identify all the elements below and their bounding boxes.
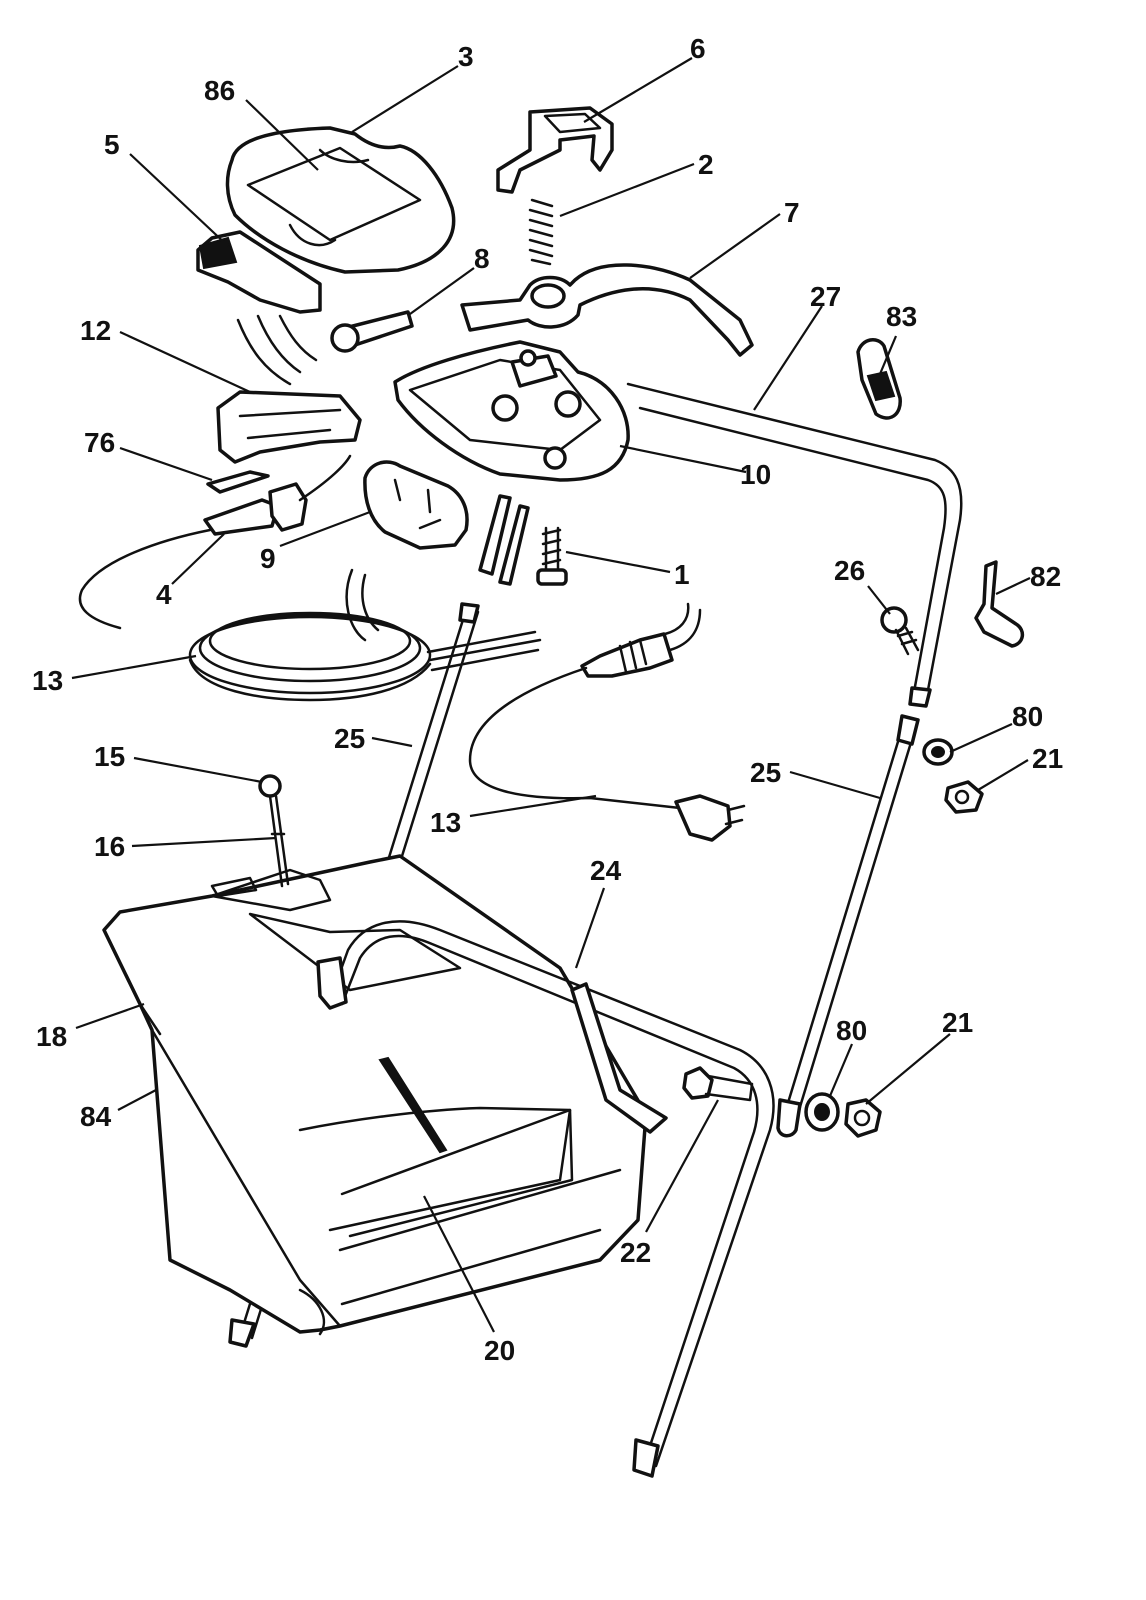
label-part-9: 9 bbox=[260, 543, 276, 574]
label-part-15: 15 bbox=[94, 741, 125, 772]
handle-bolt-part bbox=[880, 606, 920, 656]
label-part-25-right: 25 bbox=[750, 757, 781, 788]
switch-cover-part bbox=[225, 126, 456, 274]
washer-upper-part bbox=[922, 738, 954, 766]
label-part-24: 24 bbox=[590, 855, 622, 886]
housing-pins-part bbox=[478, 494, 530, 586]
spring-part bbox=[528, 198, 554, 266]
label-part-21-top: 21 bbox=[1032, 743, 1063, 774]
nut-upper-part bbox=[944, 780, 984, 814]
label-part-3: 3 bbox=[458, 41, 474, 72]
label-part-80-bottom: 80 bbox=[836, 1015, 867, 1046]
coiled-cable-part bbox=[188, 568, 542, 702]
label-part-82: 82 bbox=[1030, 561, 1061, 592]
label-part-80-top: 80 bbox=[1012, 701, 1043, 732]
cable-clip-part bbox=[856, 338, 902, 420]
lock-lever-part bbox=[496, 106, 614, 194]
strain-relief-part bbox=[363, 460, 469, 550]
label-part-20: 20 bbox=[484, 1335, 515, 1366]
label-part-7: 7 bbox=[784, 197, 800, 228]
lever-screw-part bbox=[330, 310, 414, 353]
label-part-8: 8 bbox=[474, 243, 490, 274]
cable-clamp-part bbox=[216, 390, 362, 464]
part-labels: 3 86 6 2 5 7 8 27 83 12 10 76 9 1 4 26 8… bbox=[32, 33, 1063, 1366]
strip-part bbox=[206, 470, 270, 494]
label-part-25-left: 25 bbox=[334, 723, 365, 754]
label-part-83: 83 bbox=[886, 301, 917, 332]
leader-lines bbox=[71, 57, 1031, 1333]
label-part-13-mid: 13 bbox=[430, 807, 461, 838]
grass-box-part bbox=[102, 854, 648, 1336]
label-part-13-top: 13 bbox=[32, 665, 63, 696]
label-part-6: 6 bbox=[690, 33, 706, 64]
label-part-1: 1 bbox=[674, 559, 690, 590]
label-part-10: 10 bbox=[740, 459, 771, 490]
washer-lower-part bbox=[804, 1092, 840, 1132]
label-part-84: 84 bbox=[80, 1101, 112, 1132]
mains-cable-part bbox=[468, 602, 746, 842]
label-part-12: 12 bbox=[80, 315, 111, 346]
label-part-5: 5 bbox=[104, 129, 120, 160]
label-part-27: 27 bbox=[810, 281, 841, 312]
level-indicator-part bbox=[258, 774, 290, 888]
switch-lever-part bbox=[460, 263, 754, 357]
label-part-86: 86 bbox=[204, 75, 235, 106]
label-part-4: 4 bbox=[156, 579, 172, 610]
motor-cable-part bbox=[78, 454, 352, 630]
label-part-76: 76 bbox=[84, 427, 115, 458]
label-part-16: 16 bbox=[94, 831, 125, 862]
label-part-18: 18 bbox=[36, 1021, 67, 1052]
label-part-22: 22 bbox=[620, 1237, 651, 1268]
mounting-screw-part bbox=[536, 526, 568, 586]
frame-bolt-part bbox=[682, 1066, 754, 1102]
handle-lock-part bbox=[974, 560, 1025, 648]
switch-housing-part bbox=[393, 340, 630, 482]
upper-handle-bar-part bbox=[626, 382, 963, 708]
label-part-26: 26 bbox=[834, 555, 865, 586]
label-part-21-bottom: 21 bbox=[942, 1007, 973, 1038]
lower-handle-bar-part bbox=[316, 920, 775, 1478]
nut-lower-part bbox=[844, 1098, 882, 1138]
label-part-2: 2 bbox=[698, 149, 714, 180]
handle-tube-right-part bbox=[776, 714, 920, 1138]
